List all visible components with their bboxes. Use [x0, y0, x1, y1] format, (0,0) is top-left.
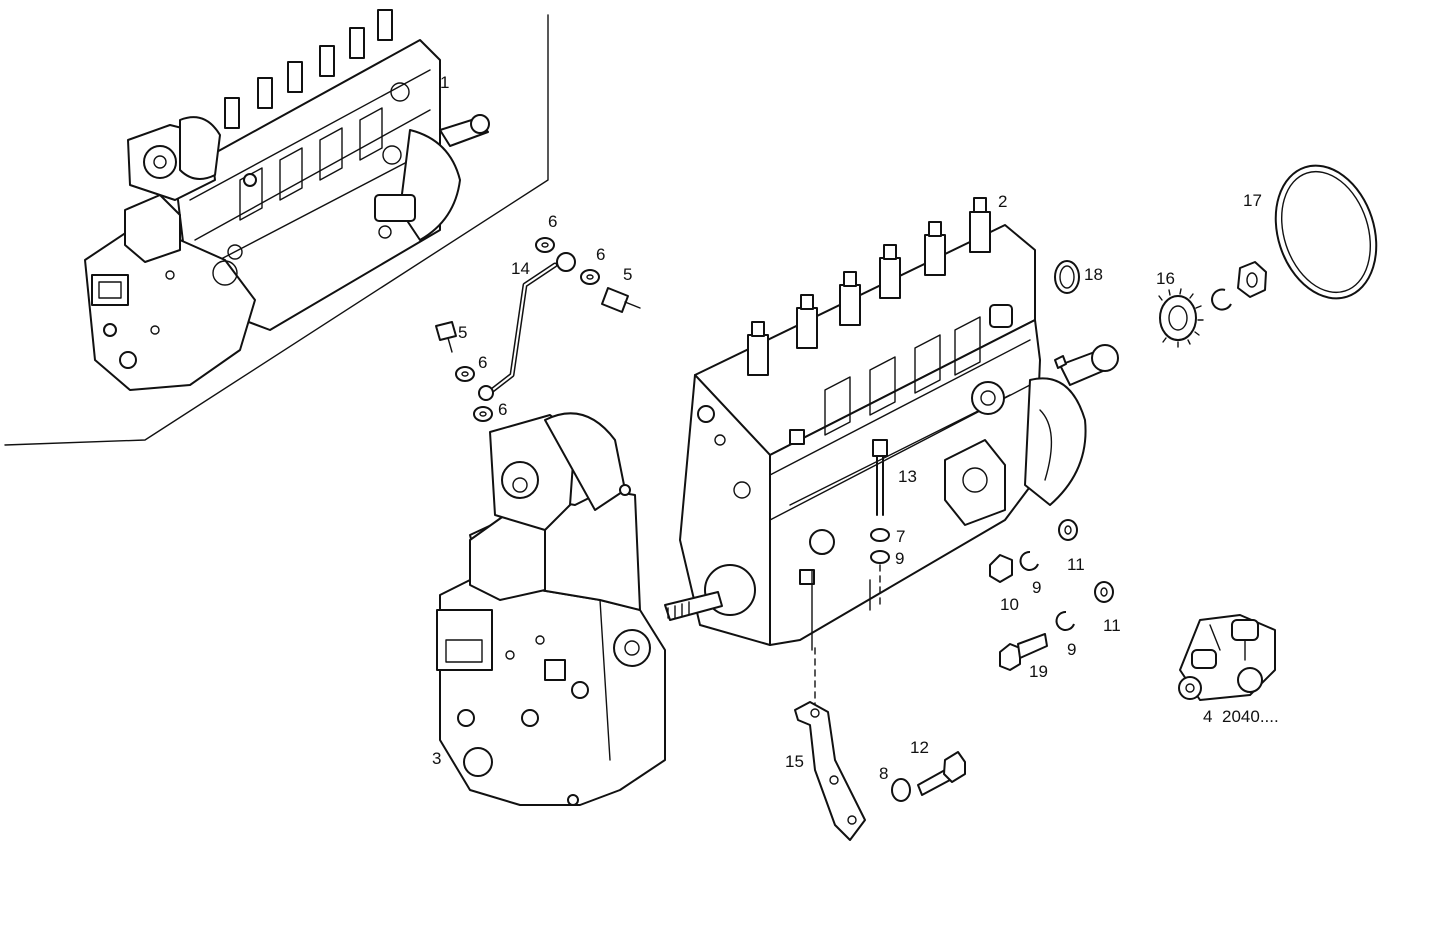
callout-4-code: 2040.... [1222, 707, 1279, 726]
callout-9b: 9 [1032, 578, 1041, 597]
inset-frame [4, 14, 549, 446]
governor-housing [436, 412, 666, 806]
support-bracket [794, 647, 866, 841]
callout-6c: 6 [478, 353, 487, 372]
callout-13: 13 [898, 467, 917, 486]
overflow-valve [1178, 614, 1276, 701]
callout-8: 8 [879, 764, 888, 783]
callout-18: 18 [1084, 265, 1103, 284]
callout-11b: 11 [1103, 616, 1121, 635]
callout-1: 1 [440, 73, 449, 92]
callout-3: 3 [432, 749, 441, 768]
callout-4: 4 [1203, 707, 1212, 726]
pump-element-housing [664, 197, 1119, 651]
callout-labels: 1 2 3 4 2040.... 5 5 6 6 6 6 7 8 9 9 9 1… [432, 73, 1279, 783]
callout-5b: 5 [458, 323, 467, 342]
callout-10: 10 [1000, 595, 1019, 614]
callout-12: 12 [910, 738, 929, 757]
callout-9c: 9 [1067, 640, 1076, 659]
callout-17: 17 [1243, 191, 1262, 210]
callout-7: 7 [896, 527, 905, 546]
callout-6d: 6 [498, 400, 507, 419]
callout-9a: 9 [895, 549, 904, 568]
callout-2: 2 [998, 192, 1007, 211]
callout-14: 14 [511, 259, 530, 278]
callout-6a: 6 [548, 212, 557, 231]
callout-6b: 6 [596, 245, 605, 264]
fasteners [435, 164, 1378, 802]
callout-11a: 11 [1067, 555, 1085, 574]
callout-5a: 5 [623, 265, 632, 284]
callout-19: 19 [1029, 662, 1048, 681]
callout-15: 15 [785, 752, 804, 771]
fuel-line [478, 252, 576, 401]
callout-16: 16 [1156, 269, 1175, 288]
complete-pump-assembly [84, 9, 490, 391]
